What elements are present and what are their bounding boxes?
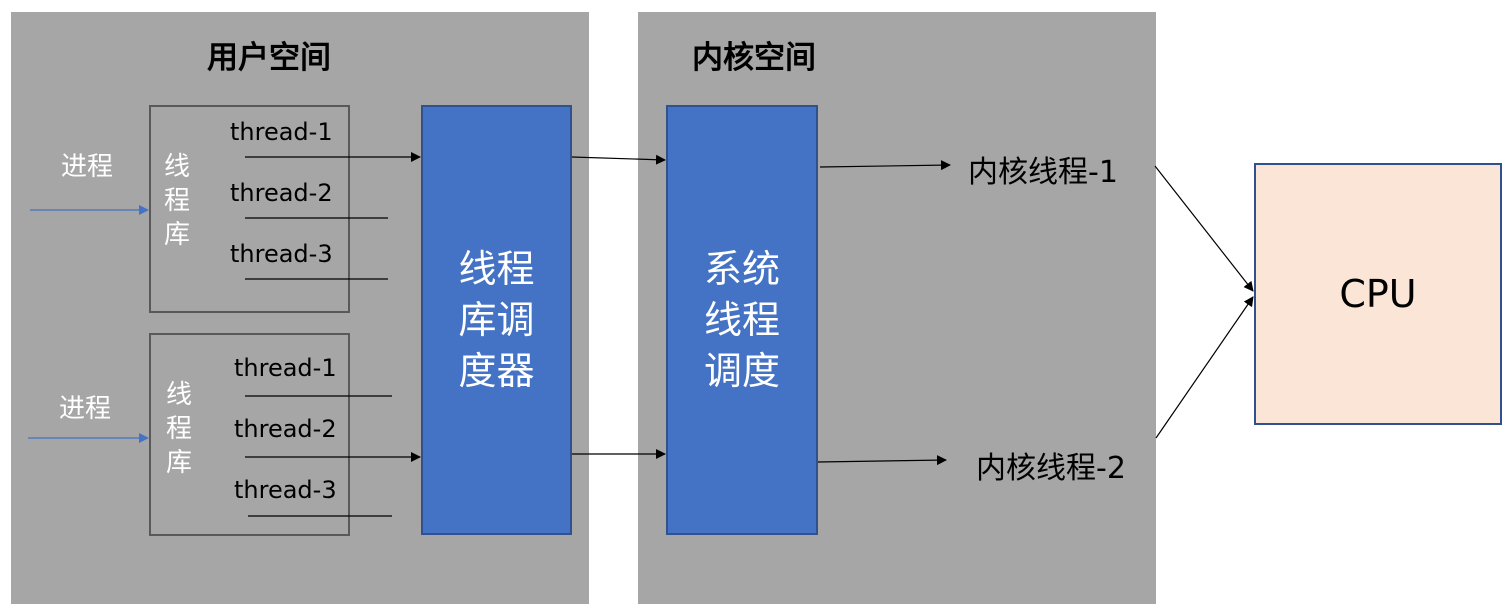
thread-library-label-2: 线 程 库 bbox=[164, 378, 194, 480]
thread-library-box-2 bbox=[149, 333, 350, 536]
system-thread-scheduler-box: 系统 线程 调度 bbox=[666, 105, 818, 535]
watermark: @稀土掘金技术社区 bbox=[1334, 576, 1512, 600]
thread-library-char: 库 bbox=[163, 220, 190, 250]
scheduler-arrow-1 bbox=[571, 154, 666, 165]
thread-library-char: 程 bbox=[163, 186, 190, 216]
scheduler-line: 调度 bbox=[703, 348, 780, 393]
thread-label: thread-2 bbox=[230, 179, 333, 207]
user-space-title: 用户空间 bbox=[207, 40, 331, 76]
thread-label: thread-2 bbox=[234, 415, 337, 443]
thread-library-char: 库 bbox=[165, 448, 192, 478]
kernel-space-title: 内核空间 bbox=[692, 40, 816, 76]
thread-library-char: 线 bbox=[165, 380, 192, 410]
scheduler-line: 线程 bbox=[458, 246, 535, 291]
process-label-2: 进程 bbox=[59, 394, 112, 424]
scheduler-line: 系统 bbox=[703, 246, 780, 291]
thread-label: thread-1 bbox=[230, 118, 333, 146]
thread-library-char: 线 bbox=[163, 152, 190, 182]
kernel-thread-label-2: 内核线程-2 bbox=[976, 451, 1126, 486]
scheduler-line: 线程 bbox=[703, 297, 780, 342]
system-thread-scheduler-label: 系统 线程 调度 bbox=[704, 244, 780, 397]
thread-label: thread-1 bbox=[234, 354, 337, 382]
process-label-1: 进程 bbox=[61, 152, 114, 182]
thread-label: thread-3 bbox=[234, 476, 337, 504]
thread-library-char: 程 bbox=[165, 414, 192, 444]
kernel-thread-label-1: 内核线程-1 bbox=[968, 155, 1118, 190]
thread-library-label-1: 线 程 库 bbox=[162, 150, 192, 252]
thread-label: thread-3 bbox=[230, 240, 333, 268]
thread-library-box-1 bbox=[149, 105, 350, 313]
cpu-arrow-1 bbox=[1154, 165, 1254, 292]
cpu-box: CPU bbox=[1254, 163, 1502, 425]
thread-library-scheduler-label: 线程 库调 度器 bbox=[458, 244, 534, 397]
cpu-label: CPU bbox=[1339, 272, 1417, 316]
scheduler-line: 度器 bbox=[458, 348, 535, 393]
scheduler-line: 库调 bbox=[458, 297, 535, 342]
thread-library-scheduler-box: 线程 库调 度器 bbox=[421, 105, 572, 535]
kernel-thread-arrow-2 bbox=[817, 455, 947, 466]
cpu-arrow-2 bbox=[1155, 296, 1254, 439]
kernel-thread-arrow-1 bbox=[819, 160, 951, 171]
